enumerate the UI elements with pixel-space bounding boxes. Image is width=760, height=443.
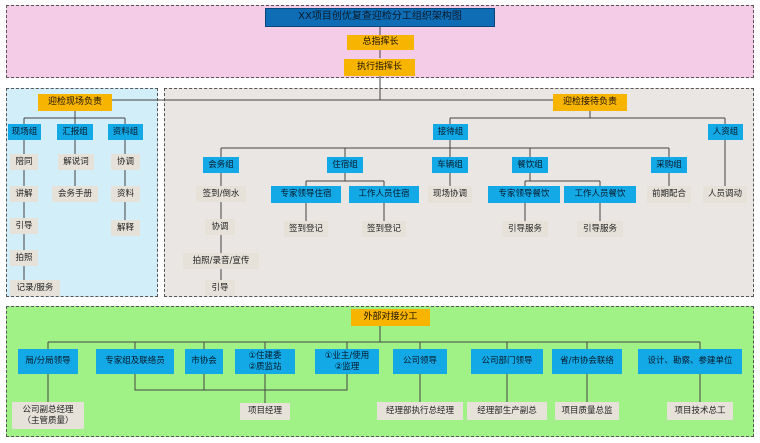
- quality-station-label: ②质监站: [248, 361, 282, 372]
- supervisor-label: ②监理: [334, 361, 360, 372]
- technical-chief-box: 项目技术总工: [667, 402, 733, 420]
- lodging-staff-checkin: 签到登记: [362, 221, 406, 237]
- city-association-box: 市协会: [185, 349, 223, 374]
- vice-general-manager-label: 公司副总经理: [22, 404, 74, 415]
- dining-staff-box: 工作人员餐饮: [564, 186, 636, 203]
- owner-user-label: ①业主/使用: [324, 350, 370, 361]
- department-leader-box: 公司部门领导: [471, 349, 543, 374]
- housing-quality-box: ①住建委 ②质监站: [235, 349, 295, 374]
- quality-in-charge-label: （主管质量）: [22, 415, 74, 426]
- external-head: 外部对接分工: [351, 309, 430, 326]
- report-group-box: 汇报组: [57, 124, 93, 140]
- quality-director-box: 项目质量总监: [555, 402, 619, 420]
- site-group-box: 现场组: [8, 124, 41, 140]
- owner-supervisor-box: ①业主/使用 ②监理: [315, 349, 379, 374]
- site-item-photo: 拍照: [10, 250, 38, 266]
- meeting-item-guide: 引导: [205, 280, 235, 296]
- hr-item-staffing: 人员调动: [703, 186, 747, 203]
- dining-expert-guide: 引导服务: [502, 221, 548, 237]
- purchase-group-box: 采购组: [651, 157, 687, 173]
- purchase-item-prep: 前期配合: [647, 186, 691, 203]
- lodging-expert-checkin: 签到登记: [284, 221, 328, 237]
- company-leader-box: 公司领导: [393, 349, 447, 374]
- design-survey-box: 设计、勘察、参建单位: [638, 349, 742, 374]
- material-item-documents: 资料: [111, 186, 140, 202]
- site-item-accompany: 陪同: [10, 154, 38, 170]
- production-vice-manager-box: 经理部生产副总: [467, 402, 547, 420]
- material-group-box: 资料组: [108, 124, 143, 140]
- report-item-script: 解说词: [58, 154, 94, 170]
- executive-general-manager-box: 经理部执行总经理: [377, 402, 463, 420]
- chart-title: XX项目创优复查迎检分工组织架构图: [265, 8, 495, 27]
- reception-head: 迎检接待负责: [553, 94, 627, 111]
- vehicle-group-box: 车辆组: [432, 157, 468, 173]
- meeting-item-coordinate: 协调: [205, 219, 235, 235]
- report-item-manual: 会务手册: [52, 186, 98, 202]
- reception-group-box: 接待组: [433, 124, 468, 140]
- lodging-expert-box: 专家领导住宿: [271, 186, 341, 203]
- site-inspection-head: 迎检现场负责: [38, 94, 112, 111]
- meeting-item-checkin: 签到/倒水: [196, 186, 246, 202]
- site-item-explain: 讲解: [10, 186, 38, 202]
- dining-group-box: 餐饮组: [512, 157, 548, 173]
- vehicle-item-coordinate: 现场协调: [428, 186, 472, 203]
- province-association-box: 省/市协会联络: [552, 349, 622, 374]
- dining-expert-box: 专家领导餐饮: [488, 186, 560, 203]
- meeting-group-box: 会务组: [203, 157, 239, 173]
- site-item-guide: 引导: [10, 218, 38, 234]
- project-manager-box: 项目经理: [240, 403, 290, 420]
- lodging-staff-box: 工作人员住宿: [349, 186, 419, 203]
- meeting-item-media: 拍照/录音/宣传: [183, 253, 259, 269]
- hr-group-box: 人资组: [708, 124, 743, 140]
- site-item-record: 记录/服务: [10, 280, 60, 296]
- vice-general-manager-box: 公司副总经理 （主管质量）: [12, 402, 84, 429]
- commander-box: 总指挥长: [347, 35, 414, 50]
- housing-commission-label: ①住建委: [248, 350, 282, 361]
- material-item-clarify: 解释: [111, 220, 140, 236]
- executive-commander-box: 执行指挥长: [344, 59, 415, 76]
- material-item-coordinate: 协调: [111, 154, 140, 170]
- expert-liaison-box: 专家组及联络员: [96, 349, 174, 374]
- lodging-group-box: 住宿组: [327, 157, 363, 173]
- bureau-leader-box: 局/分局领导: [18, 349, 78, 374]
- dining-staff-guide: 引导服务: [577, 221, 623, 237]
